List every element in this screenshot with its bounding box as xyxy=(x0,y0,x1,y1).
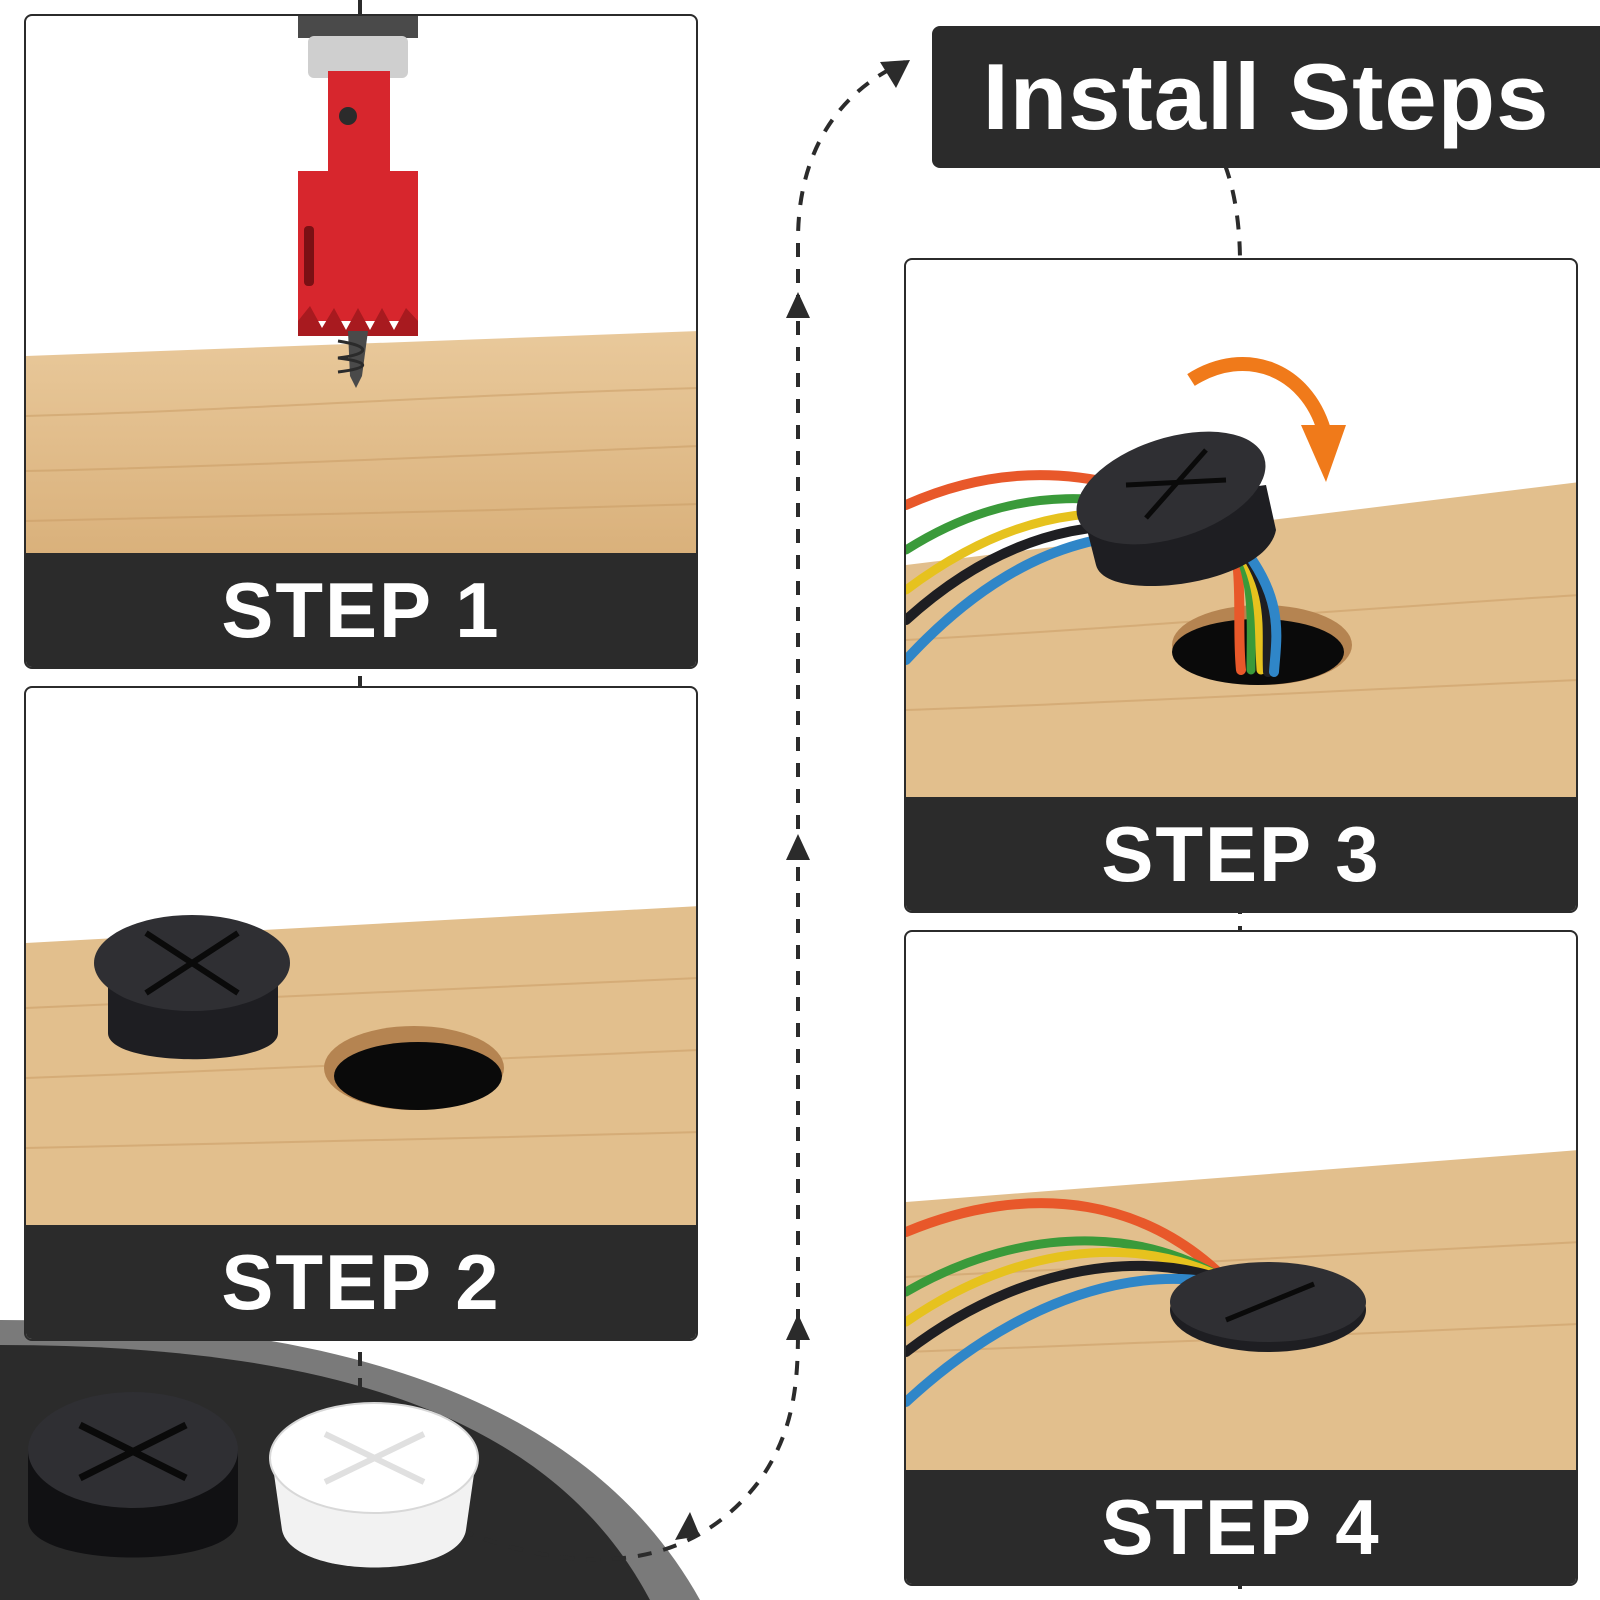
step-4-panel: STEP 4 xyxy=(904,930,1578,1586)
grommet-black-icon xyxy=(94,915,290,1060)
flow-arrowhead-icon xyxy=(675,1512,700,1540)
flow-dashed-line-center xyxy=(459,60,906,1562)
step-1-label: STEP 1 xyxy=(26,553,696,667)
title-banner: Install Steps xyxy=(932,26,1600,168)
hole-saw-drill-icon xyxy=(298,16,418,388)
step-3-label: STEP 3 xyxy=(906,797,1576,911)
step-4-label: STEP 4 xyxy=(906,1470,1576,1584)
step-2-panel: STEP 2 xyxy=(24,686,698,1341)
step-3-panel: STEP 3 xyxy=(904,258,1578,913)
wood-desk-surface xyxy=(26,331,696,561)
flow-arrowhead-icon xyxy=(786,834,810,860)
curved-arrow-icon xyxy=(1187,357,1346,482)
page-title: Install Steps xyxy=(982,44,1550,149)
grommet-flush-icon xyxy=(1170,1262,1366,1352)
step-2-label: STEP 2 xyxy=(26,1225,696,1339)
grommet-black-icon xyxy=(1076,431,1276,587)
flow-arrowhead-icon xyxy=(786,292,810,318)
step-2-illustration xyxy=(26,906,696,1228)
step-1-illustration xyxy=(26,16,696,561)
flow-arrowhead-icon xyxy=(880,60,910,88)
step-3-illustration xyxy=(906,357,1576,800)
step-4-illustration xyxy=(906,1150,1576,1472)
drilled-hole xyxy=(324,1026,504,1110)
flow-arrowhead-icon xyxy=(786,1314,810,1340)
step-1-panel: STEP 1 xyxy=(24,14,698,669)
